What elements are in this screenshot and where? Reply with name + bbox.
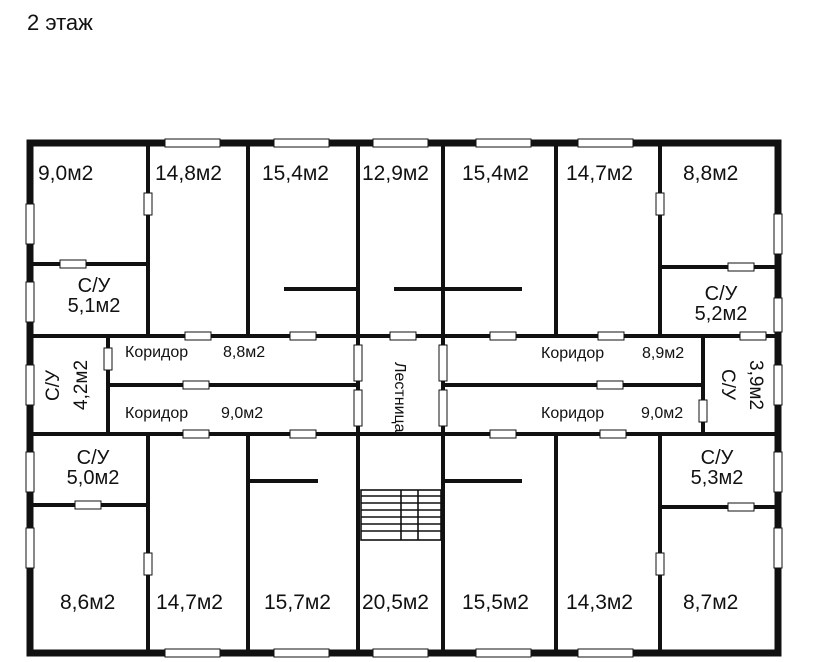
room-area-label: 12,9м2 <box>362 162 429 185</box>
wc-name: С/У <box>43 369 64 401</box>
corridor-area: 9,0м2 <box>221 405 264 422</box>
window <box>773 297 783 333</box>
corridor-area: 8,9м2 <box>642 345 685 362</box>
room-area-label: 20,5м2 <box>362 591 429 614</box>
window <box>25 364 35 406</box>
wc-area: 5,0м2 <box>66 467 120 489</box>
room-area-label: 8,6м2 <box>60 591 116 614</box>
corridor-label: Коридор <box>541 405 605 422</box>
door <box>353 389 363 427</box>
doors <box>59 192 767 576</box>
wc-area: 4,2м2 <box>71 359 92 411</box>
wc-label-bottom-left: С/У 5,0м2 <box>57 448 129 488</box>
door <box>389 331 417 341</box>
wc-area: 5,2м2 <box>694 303 748 325</box>
door <box>597 331 625 341</box>
windows <box>25 138 783 658</box>
room-area-label: 14,8м2 <box>155 162 222 185</box>
window <box>164 138 221 148</box>
room-area-label: 8,7м2 <box>683 591 739 614</box>
corridor-area: 8,8м2 <box>223 344 266 361</box>
window <box>773 213 783 255</box>
room-area-label: 14,7м2 <box>156 591 223 614</box>
door <box>353 344 363 382</box>
door <box>438 344 448 382</box>
door <box>289 331 317 341</box>
wc-name: С/У <box>77 275 111 297</box>
corridor-label: Коридор <box>125 405 189 422</box>
door <box>182 380 210 390</box>
wc-area: 5,1м2 <box>67 295 121 317</box>
corridor-label: Коридор <box>541 345 605 362</box>
window <box>773 451 783 493</box>
door <box>289 429 317 439</box>
room-area-label: 15,4м2 <box>462 162 529 185</box>
window <box>25 203 35 245</box>
door <box>143 192 153 216</box>
door <box>143 552 153 576</box>
corridor-area: 9,0м2 <box>641 405 684 422</box>
door <box>438 389 448 427</box>
window <box>773 364 783 406</box>
door <box>184 331 212 341</box>
wc-name: С/У <box>704 283 738 305</box>
window <box>25 281 35 323</box>
window <box>475 138 532 148</box>
room-area-label: 14,3м2 <box>566 591 633 614</box>
window <box>25 451 35 493</box>
door <box>739 331 767 341</box>
room-area-label: 14,7м2 <box>566 162 633 185</box>
walls <box>26 139 782 657</box>
door <box>599 429 627 439</box>
wc-area: 5,3м2 <box>690 467 744 489</box>
corridor-label: Коридор <box>125 344 189 361</box>
door <box>103 347 113 371</box>
door <box>59 259 87 269</box>
stair-label: Лестница <box>391 362 408 433</box>
window <box>273 648 330 658</box>
wc-label-mid-left: С/У <box>43 345 64 425</box>
window <box>372 648 429 658</box>
wc-label-top-right: С/У 5,2м2 <box>684 284 758 324</box>
door <box>698 399 708 423</box>
floor-title: 2 этаж <box>27 10 93 35</box>
door <box>182 429 210 439</box>
window <box>372 138 429 148</box>
stairs <box>360 489 442 541</box>
door <box>596 380 624 390</box>
wc-label-mid-right: С/У <box>717 345 738 425</box>
wc-name: С/У <box>76 447 110 469</box>
window <box>273 138 330 148</box>
wc-label-bottom-right: С/У 5,3м2 <box>680 448 754 488</box>
wc-name: С/У <box>700 447 734 469</box>
door <box>727 262 755 272</box>
window <box>577 648 634 658</box>
room-area-label: 9,0м2 <box>38 162 94 185</box>
door <box>489 331 517 341</box>
wc-area: 3,9м2 <box>745 359 766 411</box>
door <box>489 429 517 439</box>
door <box>655 192 665 216</box>
room-area-label: 8,8м2 <box>683 162 739 185</box>
wc-label-top-left: С/У 5,1м2 <box>58 276 130 316</box>
room-area-label: 15,4м2 <box>262 162 329 185</box>
window <box>475 648 532 658</box>
window <box>164 648 221 658</box>
wc-name: С/У <box>717 369 738 401</box>
wc-label-mid-left-area: 4,2м2 <box>71 345 92 425</box>
room-area-label: 15,7м2 <box>264 591 331 614</box>
window <box>577 138 634 148</box>
wc-label-mid-right-area: 3,9м2 <box>745 345 766 425</box>
window <box>25 527 35 569</box>
door <box>727 502 755 512</box>
room-area-label: 15,5м2 <box>462 591 529 614</box>
door <box>74 500 102 510</box>
door <box>655 552 665 576</box>
window <box>773 527 783 569</box>
